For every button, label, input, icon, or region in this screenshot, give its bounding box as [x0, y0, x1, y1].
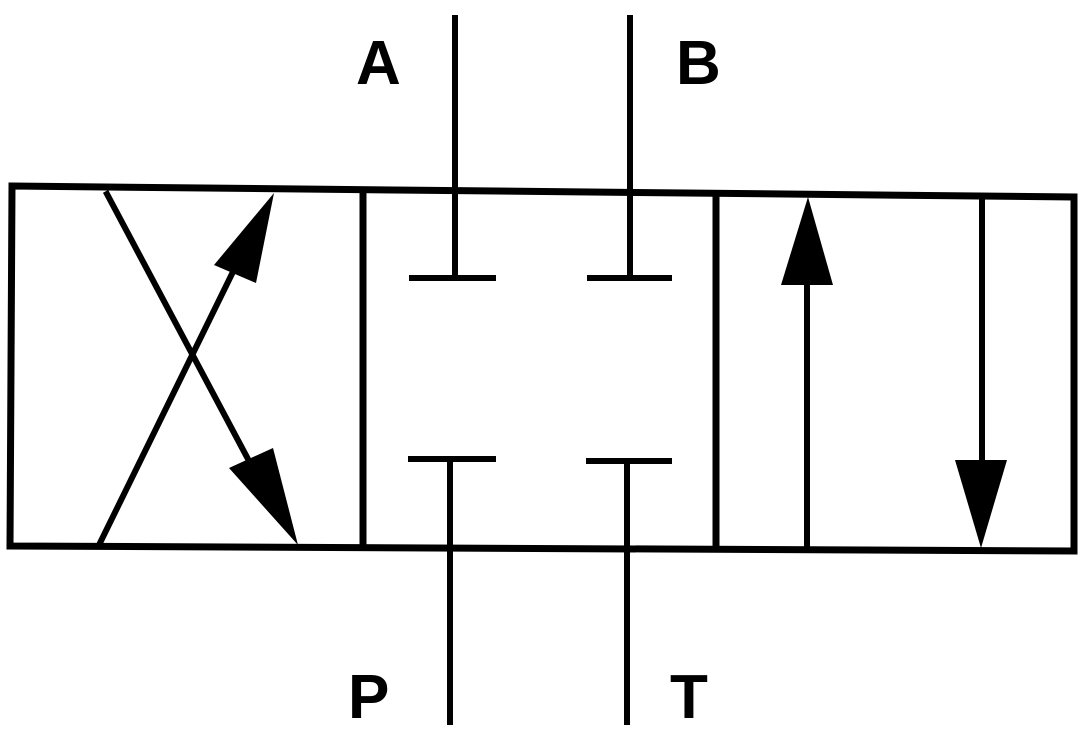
- left-envelope-crossed-arrows: [95, 189, 298, 548]
- middle-envelope-blocked-ports: [408, 187, 672, 551]
- cross-arrowhead-up: [214, 193, 274, 283]
- port-label-t: T: [670, 663, 708, 732]
- port-label-b: B: [676, 29, 721, 98]
- parallel-arrowhead-up: [781, 197, 833, 285]
- cross-arrow-line-up: [95, 226, 258, 548]
- port-label-a: A: [356, 29, 401, 98]
- valve-body-outline: [6, 182, 1078, 555]
- cross-arrowhead-down: [229, 448, 298, 545]
- port-label-p: P: [348, 663, 389, 732]
- right-envelope-parallel-arrows: [781, 194, 1007, 549]
- cross-arrow-line-down: [102, 189, 279, 513]
- parallel-arrowhead-down: [955, 460, 1007, 548]
